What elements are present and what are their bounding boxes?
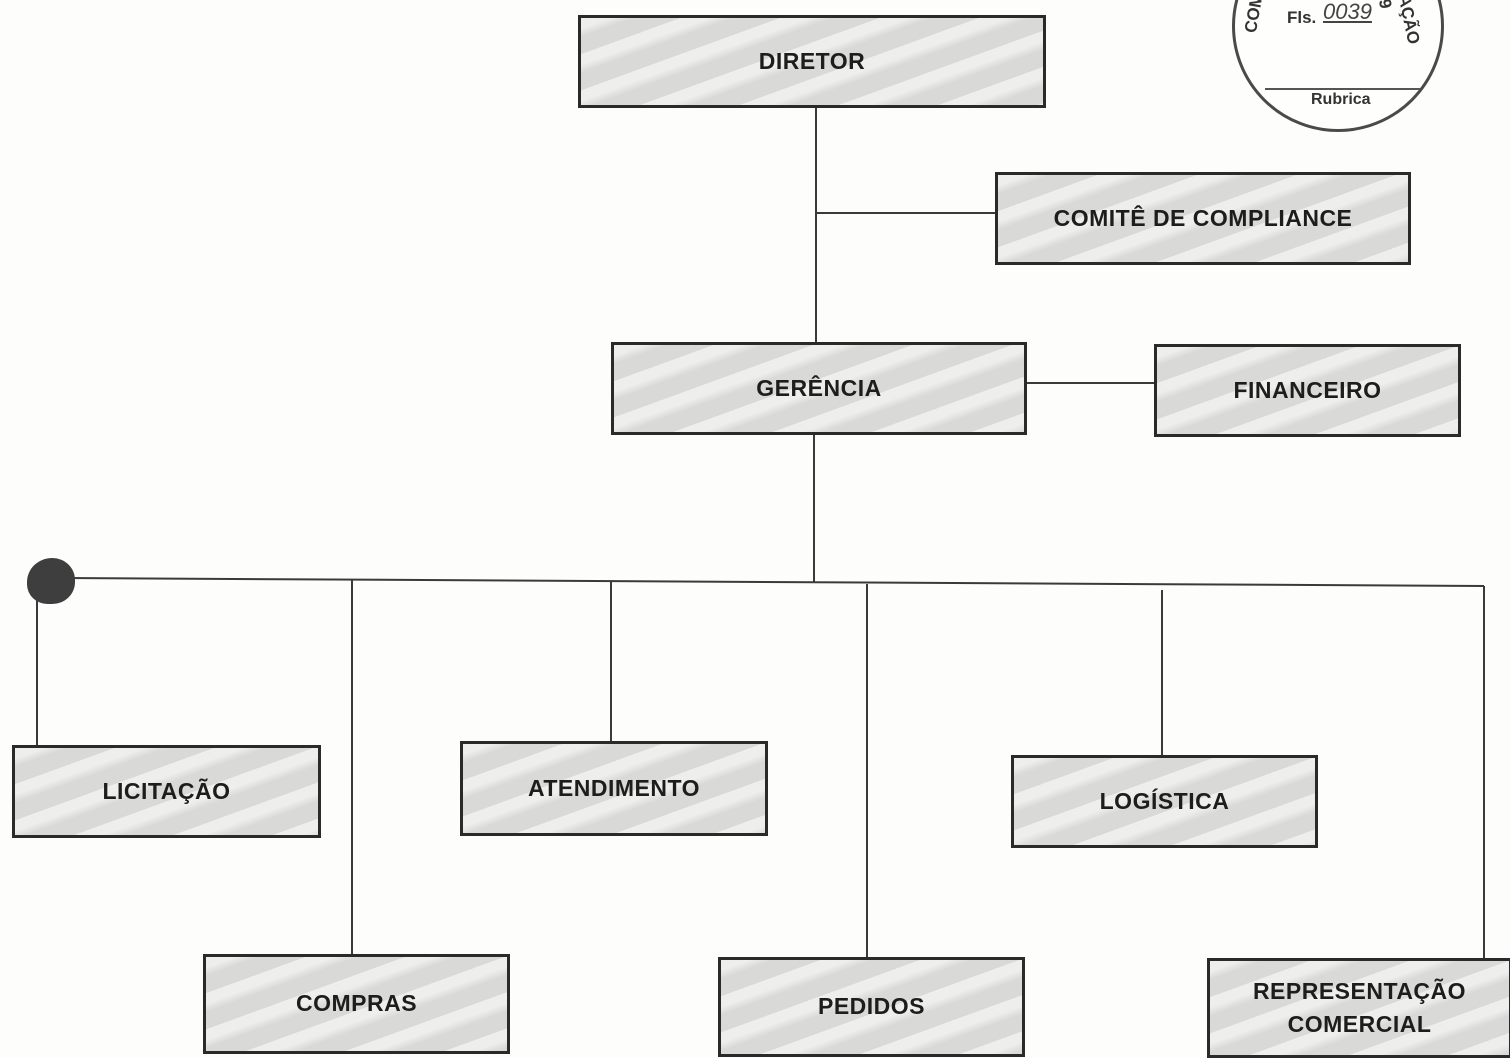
org-box-gerencia: GERÊNCIA <box>611 342 1027 435</box>
org-box-label: COMITÊ DE COMPLIANCE <box>1053 204 1353 231</box>
org-box-atendimento: ATENDIMENTO <box>460 741 768 836</box>
org-box-director: DIRETOR <box>578 15 1046 108</box>
org-box-label: LICITAÇÃO <box>102 777 231 804</box>
org-box-representacao-comercial: REPRESENTAÇÃO COMERCIAL <box>1207 958 1510 1058</box>
org-box-label: PEDIDOS <box>817 993 926 1020</box>
org-box-pedidos: PEDIDOS <box>718 957 1025 1057</box>
org-box-compras: COMPRAS <box>203 954 510 1054</box>
connector-horizontal-bus <box>61 577 1485 587</box>
org-box-logistica: LOGÍSTICA <box>1011 755 1318 848</box>
org-box-compliance: COMITÊ DE COMPLIANCE <box>995 172 1411 265</box>
org-box-label: REPRESENTAÇÃO COMERCIAL <box>1252 977 1467 1037</box>
stamp-arc-left: COMI <box>1241 0 1268 35</box>
org-box-label: LOGÍSTICA <box>1099 787 1230 814</box>
org-box-label: DIRETOR <box>758 47 866 74</box>
org-box-label: COMPRAS <box>295 990 418 1017</box>
ink-blot-mark <box>27 558 75 604</box>
org-box-label: ATENDIMENTO <box>527 774 701 801</box>
stamp-rubrica-label: Rubrica <box>1311 91 1371 108</box>
org-box-licitacao: LICITAÇÃO <box>12 745 321 838</box>
org-box-label: FINANCEIRO <box>1233 376 1382 403</box>
stamp-fls-number: 0039 <box>1323 0 1372 24</box>
stamp-arc-right: AÇÃO 9 <box>1374 0 1424 46</box>
org-box-financeiro: FINANCEIRO <box>1154 344 1461 437</box>
stamp-signature-line <box>1265 88 1423 90</box>
org-box-label: GERÊNCIA <box>756 374 882 401</box>
stamp-fls-label: Fls. <box>1287 8 1317 27</box>
